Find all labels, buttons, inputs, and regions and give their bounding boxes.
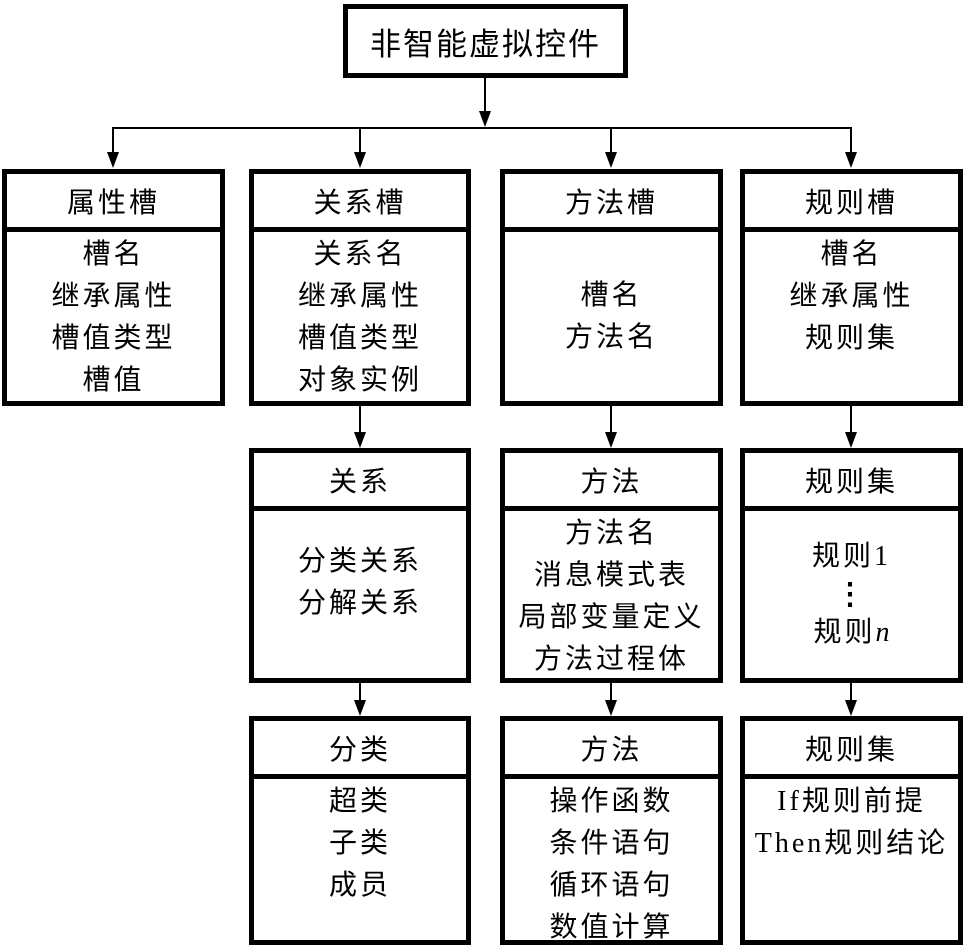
node-fields: 槽名 继承属性 槽值类型 槽值 — [7, 232, 220, 402]
field-label: 槽值 — [82, 365, 145, 396]
node-classification: 分类 超类 子类 成员 — [249, 716, 471, 945]
arrow-down-icon — [845, 700, 857, 716]
node-title: 分类 — [254, 721, 466, 779]
field-label: 规则集 — [804, 323, 898, 354]
arrow-down-icon — [605, 700, 617, 716]
field-label: 继承属性 — [789, 281, 914, 312]
node-method: 方法 方法名 消息模式表 局部变量定义 方法过程体 — [500, 448, 723, 683]
vertical-ellipsis: ⋮ — [835, 577, 868, 611]
node-title: 关系槽 — [254, 174, 466, 232]
connector-line — [850, 406, 852, 433]
field-label: 槽名 — [820, 239, 883, 270]
field-label: 数值计算 — [549, 912, 674, 943]
connector-branch-line — [112, 127, 114, 153]
node-fields: 规则1 ⋮ 规则n — [745, 511, 958, 678]
node-fields: 操作函数 条件语句 循环语句 数值计算 — [505, 779, 718, 949]
node-fields: If规则前提 Then规则结论 — [745, 779, 958, 940]
arrow-down-icon — [354, 432, 366, 448]
node-title: 方法 — [505, 721, 718, 779]
connector-branch-line — [850, 127, 852, 153]
rule-n-variable: n — [875, 616, 890, 648]
field-label: 槽名 — [82, 239, 145, 270]
node-fields: 槽名 继承属性 规则集 — [745, 232, 958, 401]
node-title: 属性槽 — [7, 174, 220, 232]
rule-n-prefix: 规则 — [813, 616, 876, 648]
connector-branch-line — [610, 127, 612, 153]
connector-bus-line — [113, 127, 852, 129]
node-title: 方法槽 — [505, 174, 718, 232]
node-rule-content: 规则集 If规则前提 Then规则结论 — [740, 716, 963, 945]
connector-root-line — [484, 78, 486, 112]
arrow-down-icon — [479, 111, 491, 127]
node-relation-slot: 关系槽 关系名 继承属性 槽值类型 对象实例 — [249, 169, 471, 406]
field-label: 方法名 — [564, 321, 658, 353]
field-label: 子类 — [328, 828, 391, 859]
node-fields: 关系名 继承属性 槽值类型 对象实例 — [254, 232, 466, 402]
field-label: 槽值类型 — [51, 323, 176, 354]
field-label: 分解关系 — [297, 588, 422, 619]
field-label: 分类关系 — [297, 546, 422, 577]
node-method-body: 方法 操作函数 条件语句 循环语句 数值计算 — [500, 716, 723, 945]
field-label: 方法名 — [564, 518, 658, 549]
node-root-label: 非智能虚拟控件 — [370, 26, 601, 62]
node-relation: 关系 分类关系 分解关系 — [249, 448, 471, 683]
node-rule-slot: 规则槽 槽名 继承属性 规则集 — [740, 169, 963, 406]
field-label: 局部变量定义 — [518, 602, 705, 633]
field-label: 成员 — [328, 870, 391, 901]
field-label: 超类 — [328, 786, 391, 817]
node-title: 规则集 — [745, 453, 958, 511]
node-fields: 超类 子类 成员 — [254, 779, 466, 940]
field-label: 方法过程体 — [533, 644, 689, 675]
field-label: 规则1 — [811, 540, 891, 572]
connector-line — [610, 406, 612, 433]
node-method-slot: 方法槽 槽名 方法名 — [500, 169, 723, 406]
field-label: 对象实例 — [297, 365, 422, 396]
arrow-down-icon — [845, 152, 857, 168]
arrow-down-icon — [605, 432, 617, 448]
field-label: 规则n — [813, 612, 889, 654]
node-title: 方法 — [505, 453, 718, 511]
field-label: 循环语句 — [549, 870, 674, 901]
field-label: 继承属性 — [297, 281, 422, 312]
node-attribute-slot: 属性槽 槽名 继承属性 槽值类型 槽值 — [2, 169, 225, 406]
field-label: 关系名 — [313, 239, 407, 270]
field-label: 操作函数 — [549, 786, 674, 817]
field-label: 槽值类型 — [297, 323, 422, 354]
arrow-down-icon — [354, 152, 366, 168]
connector-line — [359, 683, 361, 701]
node-title: 关系 — [254, 453, 466, 511]
node-fields: 槽名 方法名 — [505, 232, 718, 401]
connector-line — [610, 683, 612, 701]
node-rule-set: 规则集 规则1 ⋮ 规则n — [740, 448, 963, 683]
arrow-down-icon — [107, 152, 119, 168]
arrow-down-icon — [845, 432, 857, 448]
connector-branch-line — [359, 127, 361, 153]
field-label: 条件语句 — [549, 828, 674, 859]
field-label: If规则前提 — [777, 786, 926, 817]
node-root: 非智能虚拟控件 — [343, 4, 628, 78]
connector-line — [359, 406, 361, 433]
field-label: Then规则结论 — [754, 828, 949, 859]
arrow-down-icon — [354, 700, 366, 716]
node-title: 规则槽 — [745, 174, 958, 232]
node-fields: 分类关系 分解关系 — [254, 511, 466, 678]
arrow-down-icon — [605, 152, 617, 168]
field-label: 继承属性 — [51, 281, 176, 312]
connector-line — [850, 683, 852, 701]
field-label: 消息模式表 — [533, 560, 689, 591]
field-label: 槽名 — [580, 279, 643, 311]
node-title: 规则集 — [745, 721, 958, 779]
node-fields: 方法名 消息模式表 局部变量定义 方法过程体 — [505, 511, 718, 681]
